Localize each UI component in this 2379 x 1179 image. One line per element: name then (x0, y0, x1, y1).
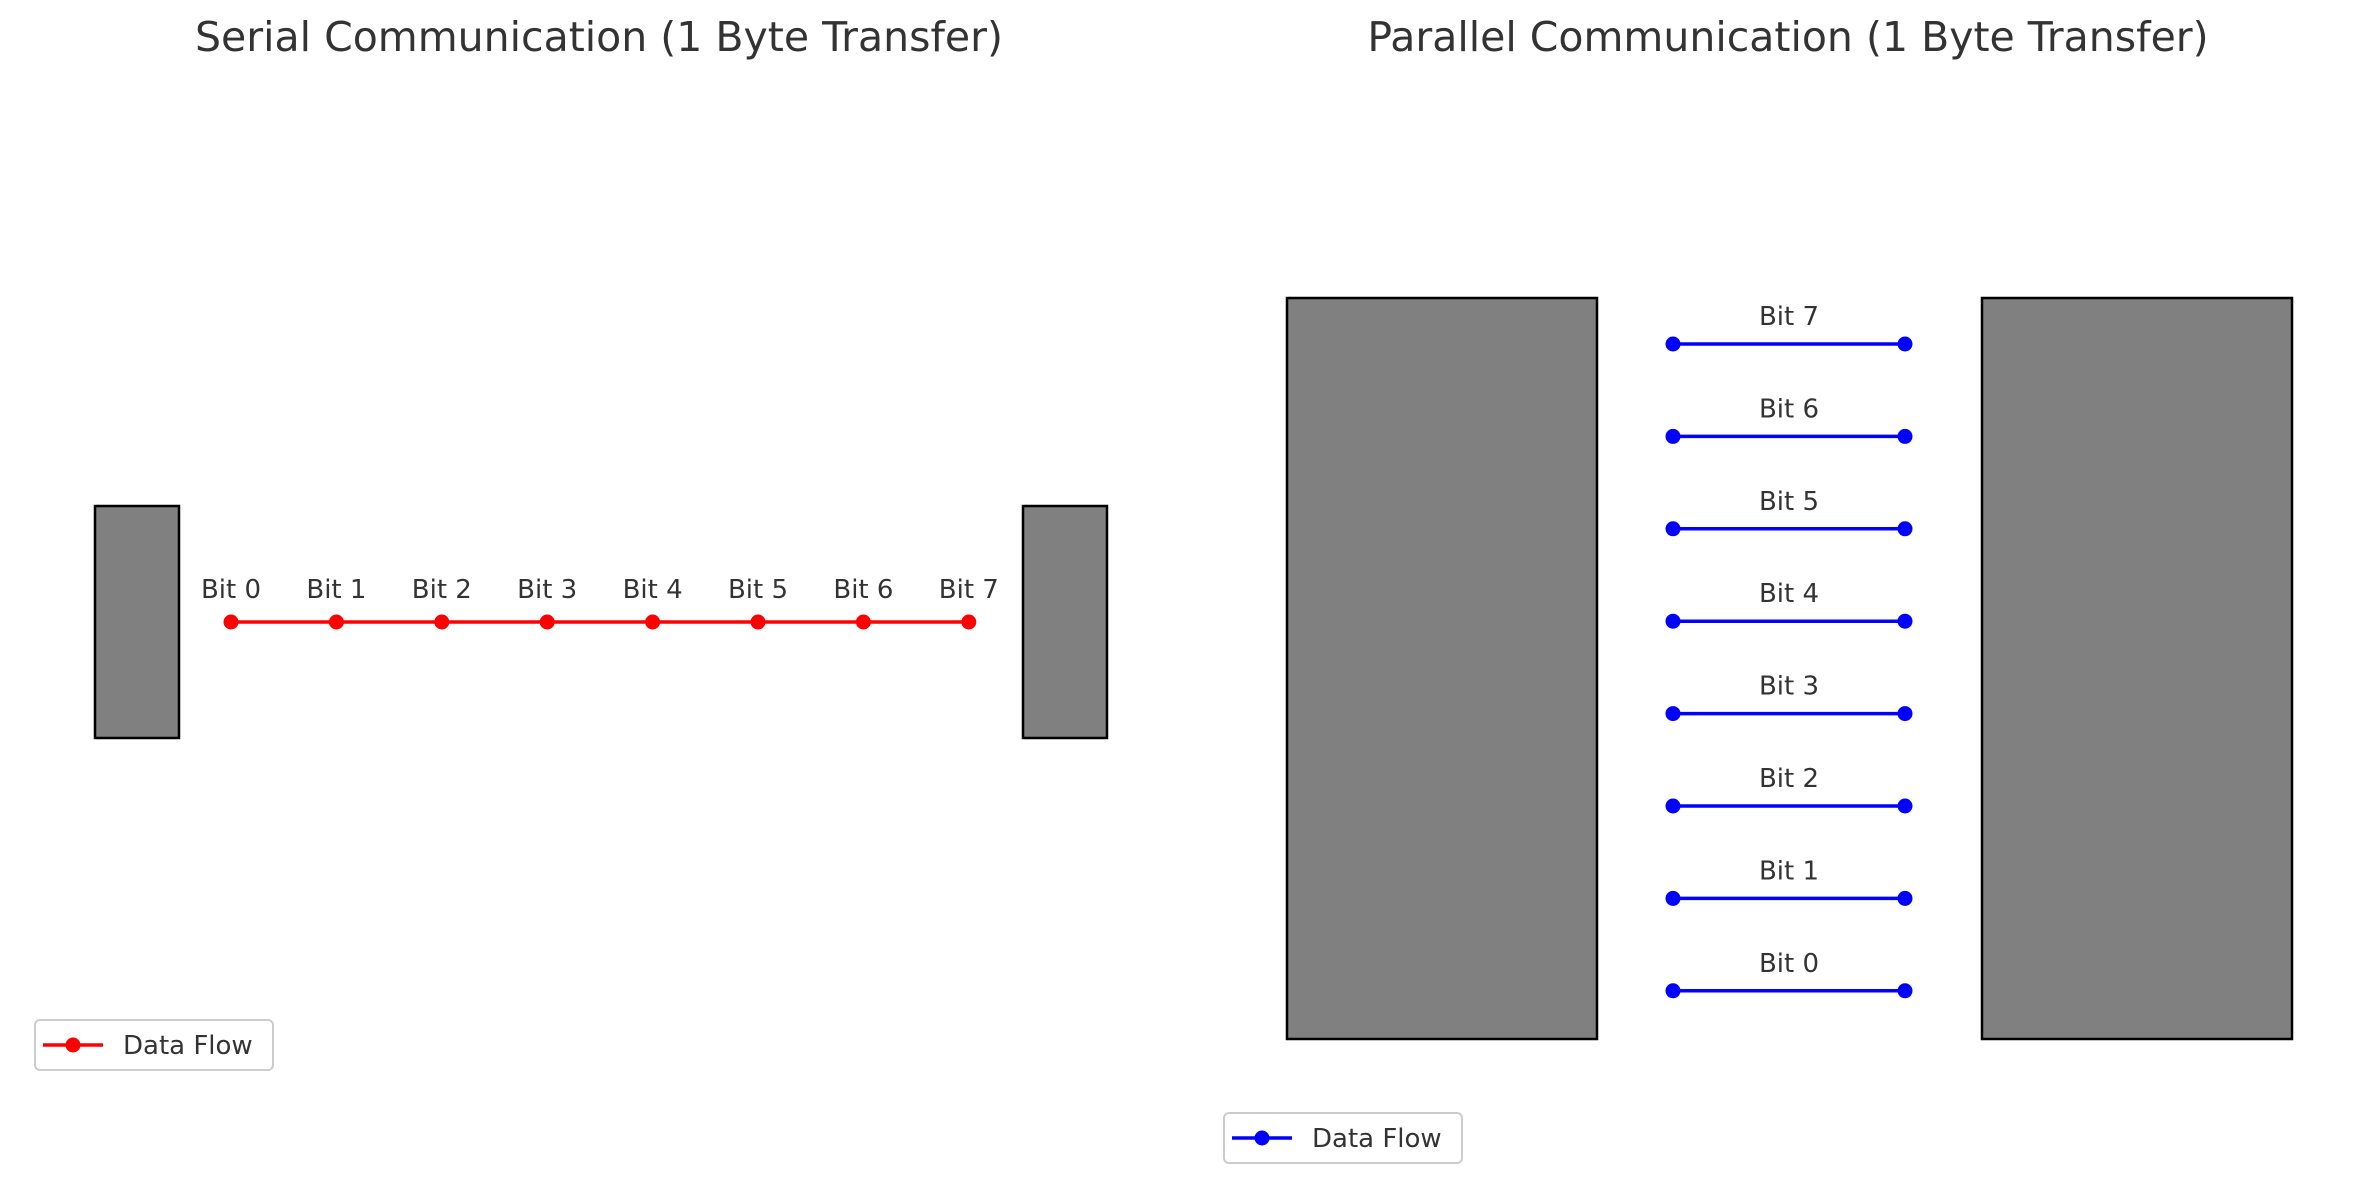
serial-bit-label: Bit 5 (728, 575, 788, 605)
parallel-bit-start-marker (1665, 613, 1681, 629)
serial-bit-label: Bit 7 (939, 575, 999, 605)
parallel-bit-label: Bit 2 (1759, 764, 1819, 794)
parallel-bit-end-marker (1897, 798, 1913, 814)
parallel-bit-end-marker (1897, 428, 1913, 444)
serial-bit-marker (855, 614, 871, 630)
serial-title: Serial Communication (1 Byte Transfer) (195, 13, 1003, 61)
parallel-bit-label: Bit 4 (1759, 579, 1819, 609)
parallel-panel: Parallel Communication (1 Byte Transfer)… (1223, 13, 2294, 1164)
parallel-bit-end-marker (1897, 613, 1913, 629)
parallel-bit-end-marker (1897, 890, 1913, 906)
serial-receiver-device (1021, 504, 1109, 740)
serial-bit-label: Bit 2 (412, 575, 472, 605)
serial-bit-marker (223, 614, 239, 630)
parallel-bit-label: Bit 7 (1759, 302, 1819, 332)
parallel-legend-box (1223, 1112, 1463, 1164)
serial-panel: Serial Communication (1 Byte Transfer) B… (34, 13, 1109, 1071)
parallel-bit-end-marker (1897, 521, 1913, 537)
serial-bit-label: Bit 1 (306, 575, 366, 605)
parallel-legend-label: Data Flow (1312, 1124, 1442, 1154)
serial-sender-device (93, 504, 181, 740)
parallel-bit-label: Bit 0 (1759, 949, 1819, 979)
serial-legend: Data Flow (34, 1019, 274, 1071)
parallel-bit-end-marker (1897, 706, 1913, 722)
serial-bit-marker (434, 614, 450, 630)
parallel-bit-end-marker (1897, 336, 1913, 352)
serial-bit-label: Bit 3 (517, 575, 577, 605)
parallel-title: Parallel Communication (1 Byte Transfer) (1367, 13, 2208, 61)
parallel-bit-start-marker (1665, 890, 1681, 906)
serial-legend-marker (65, 1037, 81, 1053)
parallel-legend: Data Flow (1223, 1112, 1463, 1164)
serial-bit-marks: Bit 0 Bit 1 Bit 2 Bit 3 Bit 4 Bit 5 Bit 6 Bit 7 (201, 575, 999, 630)
parallel-bit-start-marker (1665, 706, 1681, 722)
parallel-bit-label: Bit 1 (1759, 856, 1819, 886)
serial-bit-label: Bit 6 (833, 575, 893, 605)
parallel-bit-start-marker (1665, 983, 1681, 999)
serial-bit-marker (645, 614, 661, 630)
parallel-bit-start-marker (1665, 521, 1681, 537)
parallel-legend-marker (1254, 1130, 1270, 1146)
parallel-bit-start-marker (1665, 428, 1681, 444)
serial-legend-label: Data Flow (123, 1031, 253, 1061)
parallel-bit-end-marker (1897, 983, 1913, 999)
parallel-bit-start-marker (1665, 798, 1681, 814)
serial-bit-label: Bit 4 (623, 575, 683, 605)
serial-bit-marker (328, 614, 344, 630)
serial-bit-marker (539, 614, 555, 630)
parallel-receiver-device (1980, 296, 2294, 1041)
parallel-bit-label: Bit 3 (1759, 672, 1819, 702)
parallel-bit-start-marker (1665, 336, 1681, 352)
parallel-sender-device (1285, 296, 1599, 1041)
parallel-bit-lines: Bit 7 Bit 6 Bit 5 Bit 4 Bit 3 Bit 2 Bit 1 Bit 0 (1665, 302, 1913, 999)
parallel-bit-label: Bit 6 (1759, 394, 1819, 424)
serial-legend-box (34, 1019, 274, 1071)
parallel-bit-label: Bit 5 (1759, 487, 1819, 517)
serial-bit-marker (961, 614, 977, 630)
serial-bit-label: Bit 0 (201, 575, 261, 605)
serial-bit-marker (750, 614, 766, 630)
